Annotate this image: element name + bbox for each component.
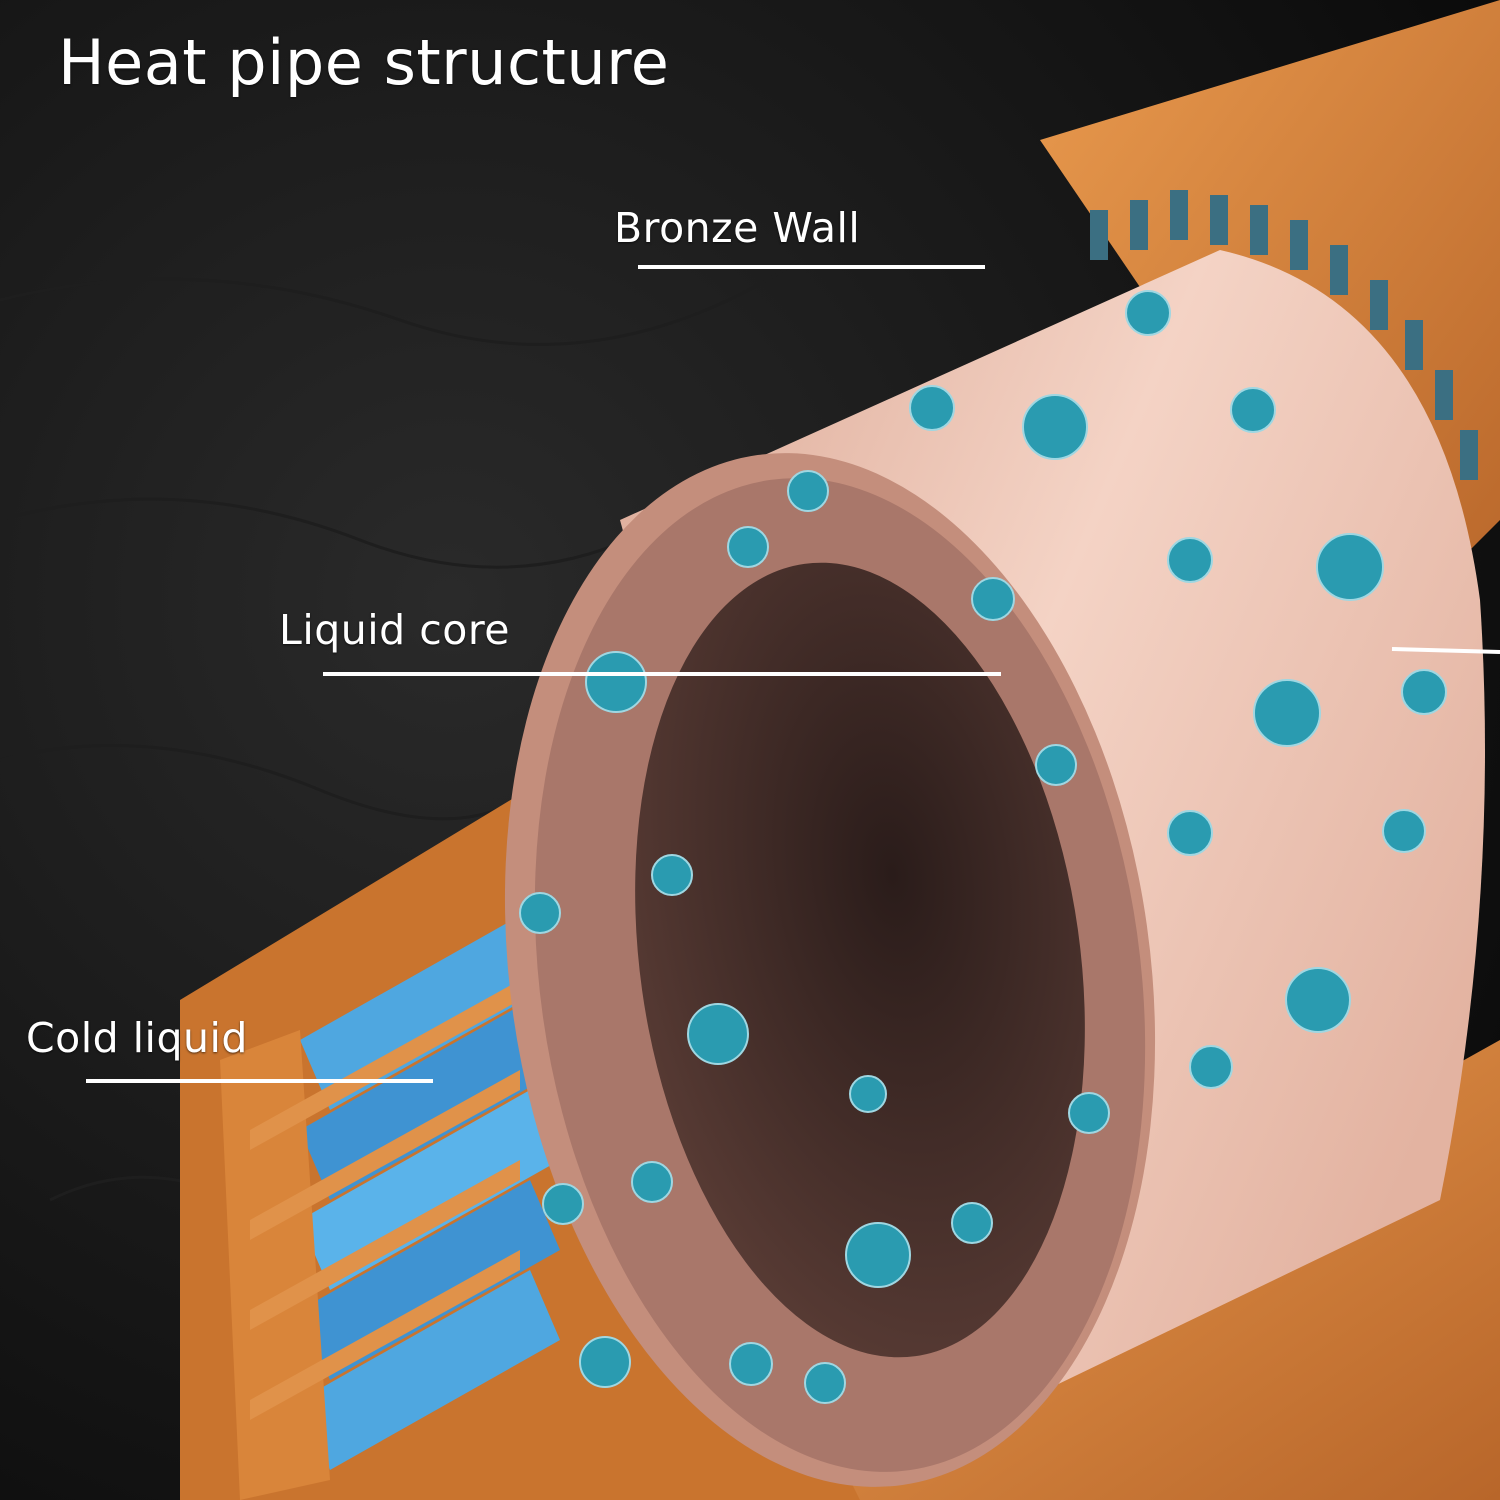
leader-line-right bbox=[1391, 647, 1500, 654]
label-liquid-core: Liquid core bbox=[279, 606, 510, 654]
cold-liquid-channels bbox=[220, 910, 560, 1500]
liquid-core-hole bbox=[635, 562, 1085, 1358]
label-bronze-wall: Bronze Wall bbox=[614, 204, 861, 252]
rock-texture bbox=[0, 258, 801, 1212]
droplets bbox=[519, 290, 1447, 1404]
label-cold-liquid: Cold liquid bbox=[26, 1014, 248, 1062]
diagram-title: Heat pipe structure bbox=[58, 26, 670, 99]
wick-teeth bbox=[1090, 190, 1478, 480]
